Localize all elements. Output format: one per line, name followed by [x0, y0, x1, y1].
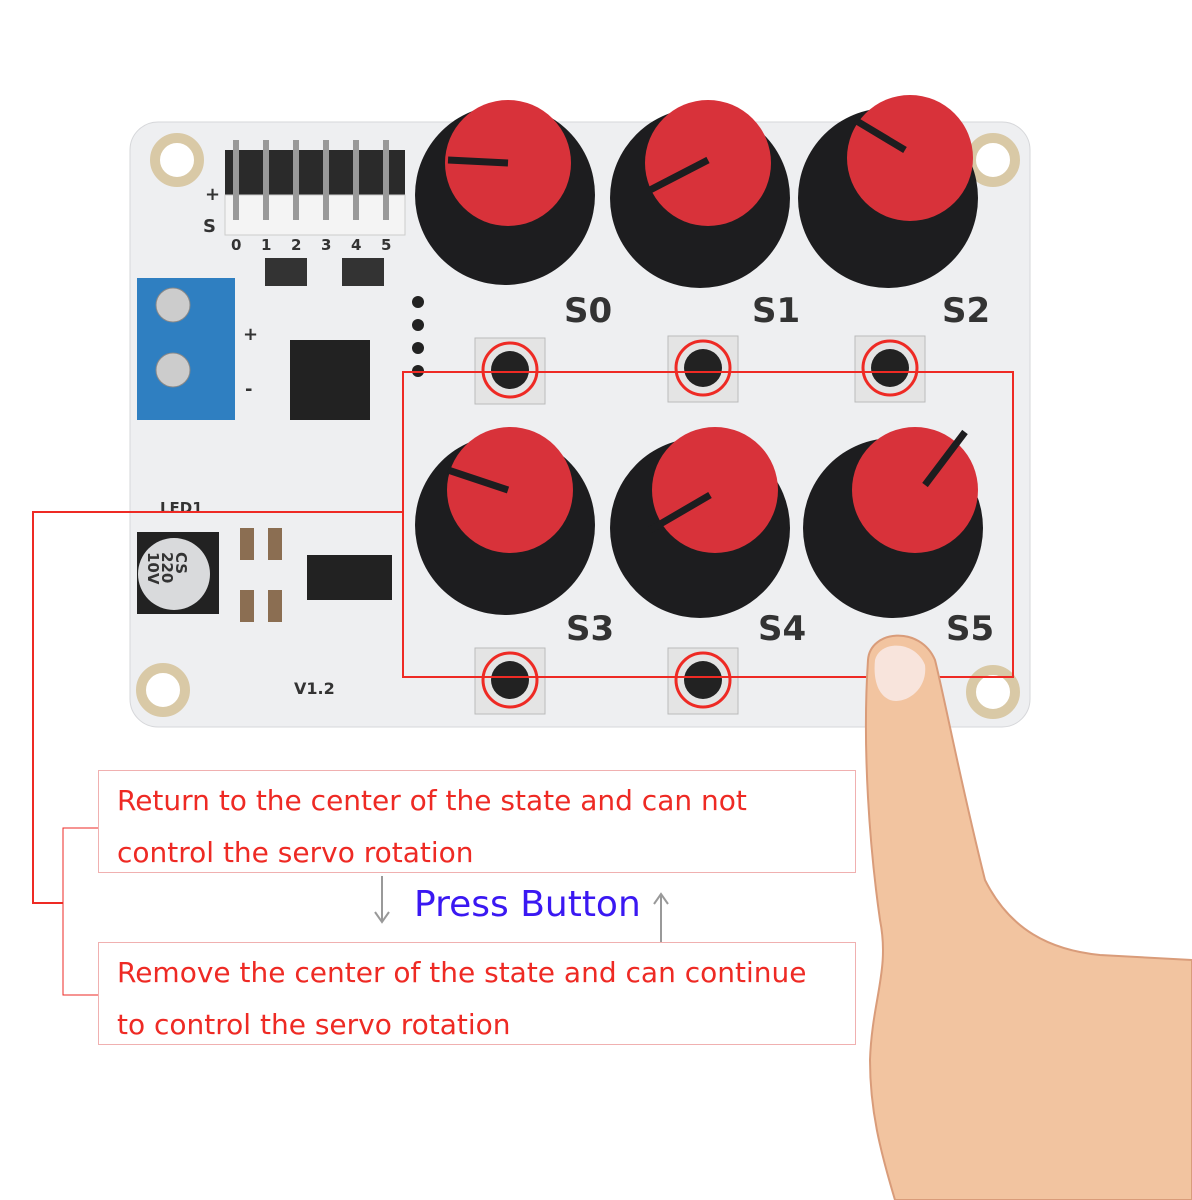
knob-s1: [610, 100, 790, 288]
plus-label: +: [205, 184, 220, 205]
knob-label: S1: [752, 291, 800, 331]
state-return-note: Return to the center of the state and ca…: [98, 770, 856, 873]
push-button: [667, 647, 739, 715]
knob-label: S4: [758, 609, 806, 649]
knob-s3: [415, 427, 595, 615]
capacitor-text: CS: [172, 552, 190, 574]
microcontroller-chip: [290, 340, 370, 420]
terminal-minus-label: -: [245, 379, 252, 400]
capacitor-text: 10V: [144, 552, 162, 585]
push-button: [667, 335, 739, 403]
highlight-box: [402, 371, 1014, 678]
fingernail: [874, 645, 926, 701]
connector-line: [32, 511, 403, 904]
resistor-arrays: [265, 258, 384, 286]
knob-s0: [415, 100, 595, 285]
arrow-down-icon: [374, 876, 390, 924]
pointing-finger: [864, 634, 1192, 1200]
indicator-holes: [412, 296, 424, 377]
knob-label: S5: [946, 609, 994, 649]
knob-labels: S0 S1 S2 S3 S4 S5: [564, 291, 994, 649]
pin-label: 5: [381, 236, 391, 254]
pin-label: 3: [321, 236, 331, 254]
pin-label: 4: [351, 236, 361, 254]
mounting-holes: [136, 133, 1020, 719]
capacitor-text: 220: [158, 552, 176, 583]
pin-label: 1: [261, 236, 271, 254]
knobs: [415, 95, 983, 618]
led-label: LED1: [160, 499, 203, 517]
state-remove-note: Remove the center of the state and can c…: [98, 942, 856, 1045]
push-button: [474, 647, 546, 715]
knob-label: S0: [564, 291, 612, 331]
knob-label: S2: [942, 291, 990, 331]
power-terminal: + -: [137, 278, 258, 420]
signal-label: S: [203, 216, 216, 237]
pin-label: 2: [291, 236, 301, 254]
knob-s2: [798, 95, 978, 288]
terminal-plus-label: +: [243, 324, 258, 345]
bracket-line: [62, 827, 98, 996]
knob-s4: [610, 427, 790, 618]
arrow-up-icon: [653, 892, 669, 942]
voltage-regulator: [307, 555, 392, 600]
knob-label: S3: [566, 609, 614, 649]
push-button: [854, 335, 926, 403]
version-label: V1.2: [294, 679, 335, 698]
capacitor: CS 220 10V: [137, 532, 219, 614]
pin-label: 0: [231, 236, 241, 254]
servo-header: 0 1 2 3 4 5 S +: [203, 140, 406, 254]
press-button-label: Press Button: [414, 884, 641, 925]
knob-s5: [803, 427, 983, 618]
smd-components: [240, 528, 282, 622]
